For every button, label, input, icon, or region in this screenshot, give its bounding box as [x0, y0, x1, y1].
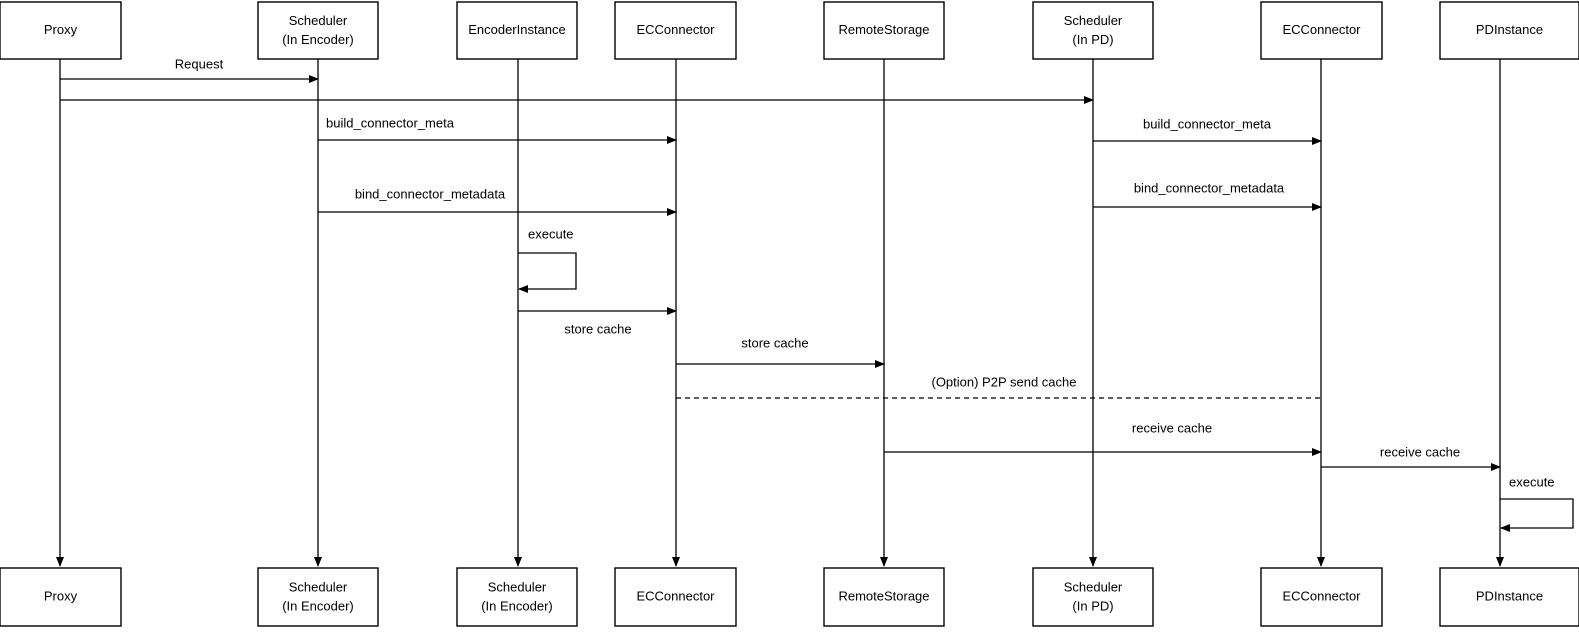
participant-box-rect: [0, 1, 122, 60]
participant-box-rect: [614, 567, 737, 627]
participant-label-line2: (In Encoder): [481, 598, 553, 613]
participant-box-rect: [0, 567, 122, 627]
participant-box-rect: [257, 1, 379, 60]
participant-box-rect: [1260, 567, 1383, 627]
message-label-m1: Request: [175, 56, 224, 71]
participant-label-line1: EncoderInstance: [468, 22, 566, 37]
participant-box-rect: [823, 567, 945, 627]
message-label-m9: (Option) P2P send cache: [931, 374, 1076, 389]
self-message-label-s1: execute: [528, 226, 574, 241]
participant-label-line1: Scheduler: [1064, 579, 1123, 594]
participant-box-top-scheduler-enc[interactable]: Scheduler (In Encoder): [257, 1, 379, 60]
message-label-m4: build_connector_meta: [1143, 116, 1272, 131]
participant-box-bottom-ecconnector-enc[interactable]: ECConnector: [614, 567, 737, 627]
participant-box-top-remotestorage[interactable]: RemoteStorage: [823, 1, 945, 60]
self-message-s2: [1500, 498, 1574, 532]
participant-box-rect: [1032, 567, 1154, 627]
participant-box-rect: [257, 567, 379, 627]
participant-label-line1: Proxy: [44, 588, 78, 603]
lifelines-layer: [56, 59, 1504, 567]
participant-box-bottom-proxy[interactable]: Proxy: [0, 567, 122, 627]
participant-box-rect: [823, 1, 945, 60]
participant-box-rect: [614, 1, 737, 60]
participant-label-line1: ECConnector: [636, 22, 715, 37]
participant-box-bottom-encoderinstance[interactable]: Scheduler (In Encoder): [456, 567, 578, 627]
participant-box-top-scheduler-pd[interactable]: Scheduler (In PD): [1032, 1, 1154, 60]
participant-box-rect: [1439, 567, 1579, 627]
participant-box-bottom-remotestorage[interactable]: RemoteStorage: [823, 567, 945, 627]
participant-label-line2: (In PD): [1072, 32, 1113, 47]
participant-label-line1: PDInstance: [1476, 588, 1543, 603]
participant-label-line1: Scheduler: [488, 579, 547, 594]
message-label-m5: bind_connector_metadata: [355, 186, 506, 201]
participant-label-line2: (In Encoder): [282, 32, 354, 47]
message-label-m11: receive cache: [1380, 444, 1460, 459]
participant-label-line1: ECConnector: [1282, 588, 1361, 603]
participant-box-bottom-ecconnector-pd[interactable]: ECConnector: [1260, 567, 1383, 627]
participant-box-top-proxy[interactable]: Proxy: [0, 1, 122, 60]
participant-box-rect: [456, 567, 578, 627]
participant-box-bottom-pdinstance[interactable]: PDInstance: [1439, 567, 1579, 627]
participant-box-bottom-scheduler-enc[interactable]: Scheduler (In Encoder): [257, 567, 379, 627]
participant-label-line1: ECConnector: [1282, 22, 1361, 37]
participant-box-rect: [1439, 1, 1579, 60]
message-label-m10: receive cache: [1132, 420, 1212, 435]
self-messages-layer: execute execute: [518, 226, 1574, 532]
participant-label-line2: (In PD): [1072, 598, 1113, 613]
participant-box-top-ecconnector-pd[interactable]: ECConnector: [1260, 1, 1383, 60]
participant-label-line1: RemoteStorage: [838, 588, 929, 603]
self-message-s1: [518, 252, 577, 293]
participant-box-top-pdinstance[interactable]: PDInstance: [1439, 1, 1579, 60]
self-message-label-s2: execute: [1509, 474, 1555, 489]
message-label-m6: bind_connector_metadata: [1134, 180, 1285, 195]
participant-box-rect: [1260, 1, 1383, 60]
participant-box-top-ecconnector-enc[interactable]: ECConnector: [614, 1, 737, 60]
participant-box-rect: [1032, 1, 1154, 60]
participant-box-top-encoderinstance[interactable]: EncoderInstance: [456, 1, 578, 60]
participant-label-line1: Scheduler: [289, 13, 348, 28]
message-label-m8: store cache: [741, 335, 808, 350]
messages-layer: Request build_connector_meta build_connect…: [60, 56, 1501, 471]
participant-box-rect: [456, 1, 578, 60]
participant-label-line1: Proxy: [44, 22, 78, 37]
participant-label-line1: Scheduler: [289, 579, 348, 594]
participant-label-line1: RemoteStorage: [838, 22, 929, 37]
participant-label-line1: ECConnector: [636, 588, 715, 603]
message-label-m3: build_connector_meta: [326, 115, 455, 130]
participant-label-line1: PDInstance: [1476, 22, 1543, 37]
participant-label-line1: Scheduler: [1064, 13, 1123, 28]
participant-box-bottom-scheduler-pd[interactable]: Scheduler (In PD): [1032, 567, 1154, 627]
message-label-m7: store cache: [564, 321, 631, 336]
participant-label-line2: (In Encoder): [282, 598, 354, 613]
